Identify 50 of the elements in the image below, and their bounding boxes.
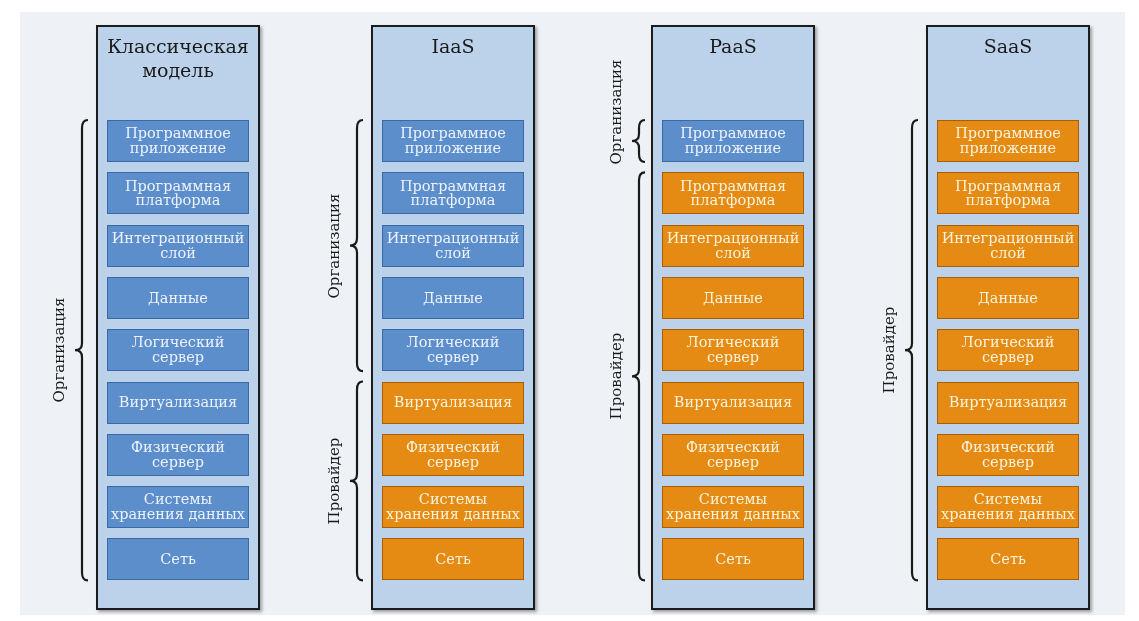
layer-block: Программная платформа — [382, 172, 524, 215]
layer-block: Данные — [662, 276, 804, 319]
layer-block: Данные — [382, 276, 524, 319]
column-heading: SaaS — [982, 35, 1034, 59]
brace-label: Провайдер — [607, 332, 625, 420]
layer-block: Интеграционный слой — [107, 224, 249, 267]
layer-block: Системы хранения данных — [382, 486, 524, 529]
layer-block: Программная платформа — [107, 172, 249, 215]
layer-block: Системы хранения данных — [937, 486, 1079, 529]
layer-block: Логический сервер — [937, 329, 1079, 372]
layer-block: Программная платформа — [662, 172, 804, 215]
layer-block: Виртуализация — [662, 381, 804, 424]
layer-block: Сеть — [937, 538, 1079, 581]
layer-block: Программное приложение — [382, 120, 524, 162]
layer-block: Логический сервер — [382, 329, 524, 372]
layer-block: Программная платформа — [937, 172, 1079, 215]
layer-block: Физический сервер — [107, 433, 249, 476]
brace-label: Организация — [325, 193, 343, 299]
layer-block: Сеть — [107, 538, 249, 581]
layer-block: Программное приложение — [937, 120, 1079, 162]
column-heading: PaaS — [708, 35, 758, 59]
layer-block: Виртуализация — [937, 381, 1079, 424]
layer-block: Интеграционный слой — [662, 224, 804, 267]
layer-block: Программное приложение — [107, 120, 249, 162]
layer-block: Логический сервер — [662, 329, 804, 372]
column-heading: IaaS — [430, 35, 476, 59]
layer-block: Физический сервер — [662, 433, 804, 476]
column-panel — [651, 25, 815, 610]
brace-label: Организация — [50, 297, 68, 403]
brace-label: Провайдер — [880, 306, 898, 394]
layer-block: Сеть — [662, 538, 804, 581]
layer-block: Интеграционный слой — [382, 224, 524, 267]
layer-block: Системы хранения данных — [662, 486, 804, 529]
layer-block: Интеграционный слой — [937, 224, 1079, 267]
layer-block: Данные — [937, 276, 1079, 319]
layer-block: Системы хранения данных — [107, 486, 249, 529]
column-panel — [926, 25, 1090, 610]
layer-block: Виртуализация — [382, 381, 524, 424]
layer-block: Программное приложение — [662, 120, 804, 162]
layer-block: Сеть — [382, 538, 524, 581]
layer-block: Данные — [107, 276, 249, 319]
column-panel — [96, 25, 260, 610]
column-heading: Классическая модель — [106, 35, 250, 83]
column-panel — [371, 25, 535, 610]
layer-block: Виртуализация — [107, 381, 249, 424]
layer-block: Физический сервер — [382, 433, 524, 476]
layer-block: Логический сервер — [107, 329, 249, 372]
brace-label: Провайдер — [325, 437, 343, 525]
layer-block: Физический сервер — [937, 433, 1079, 476]
brace-label: Организация — [607, 59, 625, 165]
